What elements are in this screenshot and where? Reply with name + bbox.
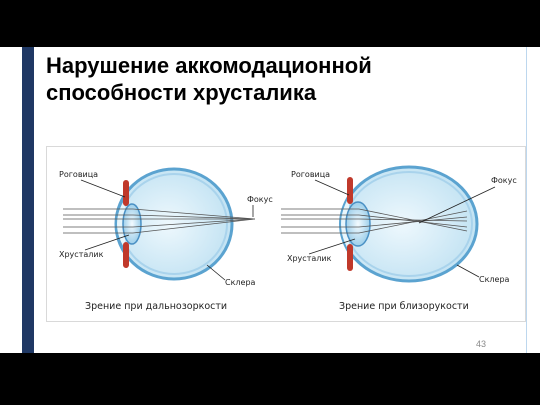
accent-bar xyxy=(22,47,34,353)
left-label-lens: Хрусталик xyxy=(59,250,104,259)
left-label-sclera: Склера xyxy=(225,278,256,287)
right-lens xyxy=(345,201,371,247)
right-cornea xyxy=(339,194,350,254)
left-label-cornea: Роговица xyxy=(59,170,98,179)
hyperopia-eye: Роговица Хрусталик Фокус Склера Зрение п… xyxy=(59,167,273,312)
page-number: 43 xyxy=(476,339,487,349)
right-label-sclera: Склера xyxy=(479,275,510,284)
right-iris-top xyxy=(347,177,353,204)
slide-title: Нарушение аккомодационной способности хр… xyxy=(46,53,372,105)
right-label-focus: Фокус xyxy=(491,176,517,185)
left-label-focus: Фокус xyxy=(247,195,273,204)
eye-diagram-panel: Роговица Хрусталик Фокус Склера Зрение п… xyxy=(46,146,526,322)
right-label-cornea: Роговица xyxy=(291,170,330,179)
left-caption: Зрение при дальнозоркости xyxy=(85,301,227,312)
myopia-eye: Роговица Хрусталик Фокус Склера Зрение п… xyxy=(281,165,517,312)
left-iris-bottom xyxy=(123,242,129,268)
right-label-lens: Хрусталик xyxy=(287,254,332,263)
right-caption: Зрение при близорукости xyxy=(339,301,469,312)
left-iris-top xyxy=(123,180,129,206)
eye-diagrams-svg: Роговица Хрусталик Фокус Склера Зрение п… xyxy=(59,165,517,312)
right-iris-bottom xyxy=(347,244,353,271)
slide-edge-line xyxy=(526,47,527,353)
left-lens xyxy=(122,203,142,245)
